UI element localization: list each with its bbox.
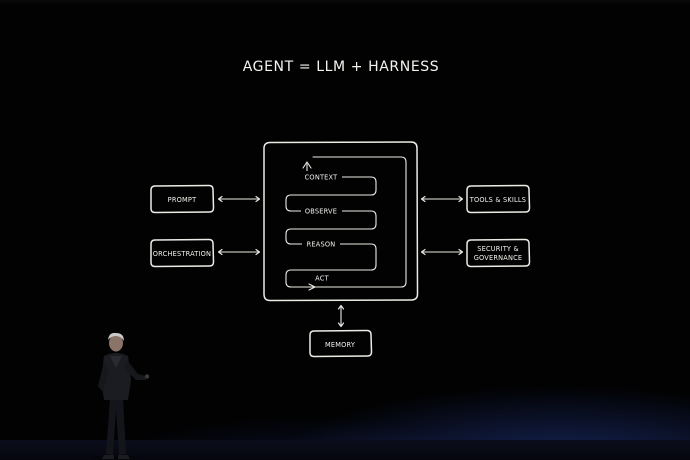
presenter-figure	[0, 0, 690, 460]
keynote-stage: AGENT = LLM + HARNESS CONTEXT OBSERVE RE…	[0, 0, 690, 460]
